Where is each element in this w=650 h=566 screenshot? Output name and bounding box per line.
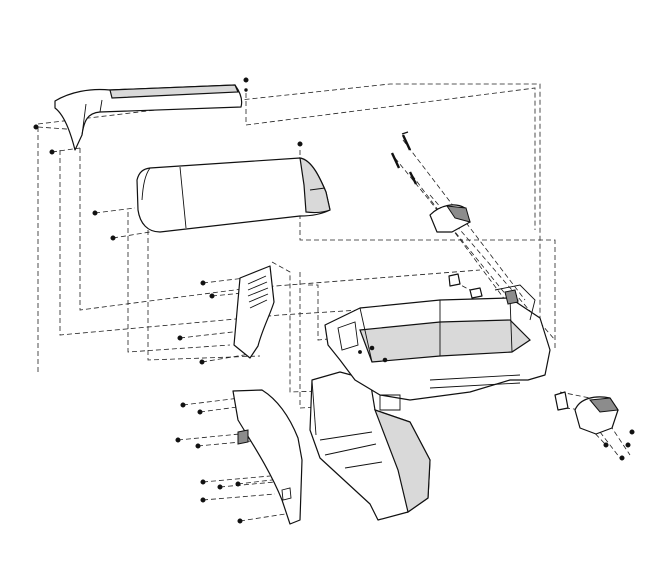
rear-end-cap: [574, 396, 619, 435]
upper-housing: [136, 157, 331, 233]
screws: [33, 77, 635, 524]
small-bracket: [448, 273, 569, 411]
base-housing: [309, 371, 431, 521]
front-end-cap: [429, 204, 471, 233]
top-cover: [54, 84, 243, 151]
main-frame: [324, 284, 551, 411]
side-cover: [232, 389, 303, 525]
vent-panel: [233, 265, 275, 359]
